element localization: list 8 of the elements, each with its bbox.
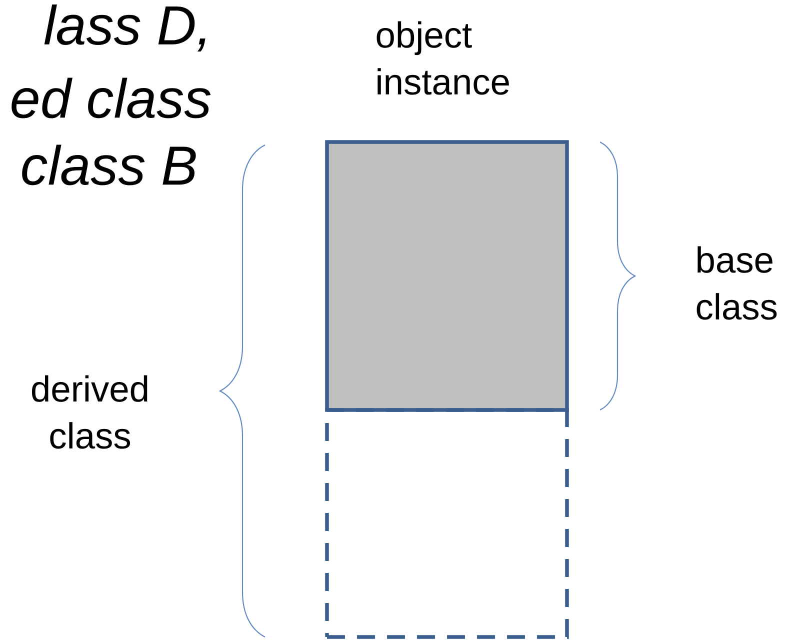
derived-class-label: derived class	[32, 375, 148, 449]
section-heading-text: class B	[22, 144, 196, 186]
section-heading-text: lass D,	[44, 4, 206, 52]
section-heading-text: ed class	[12, 78, 211, 118]
object-instance-label: object instance	[376, 21, 509, 95]
derived-part-box	[325, 408, 569, 639]
base-class-label: base class	[696, 246, 777, 320]
base-part-box	[325, 140, 569, 412]
